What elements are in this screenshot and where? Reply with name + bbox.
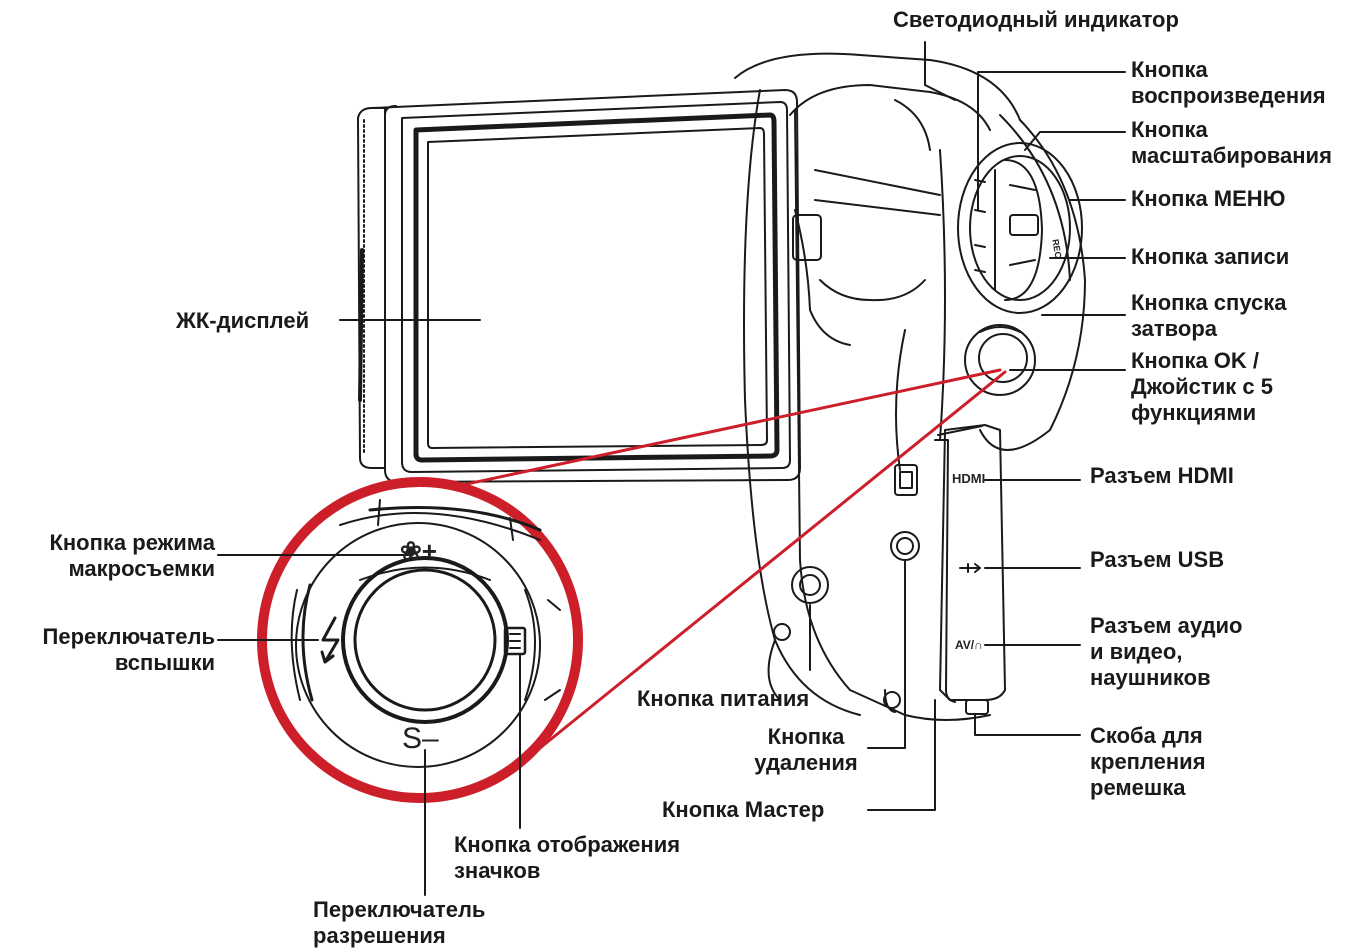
label-line: наушников — [1090, 665, 1211, 690]
label-led-indicator: Светодиодный индикатор — [893, 7, 1179, 33]
label-line: Светодиодный индикатор — [893, 7, 1179, 32]
leader-lines — [217, 41, 1126, 896]
label-lcd-display: ЖК-дисплей — [176, 308, 309, 334]
label-line: удаления — [754, 750, 858, 775]
label-line: Кнопка отображения — [454, 832, 681, 857]
resolution-mark: S– — [402, 722, 439, 755]
label-usb-port: Разъем USB — [1090, 547, 1224, 573]
ok-joystick — [964, 324, 1036, 396]
label-line: Кнопка питания — [637, 686, 810, 711]
label-line: Переключатель — [42, 624, 215, 649]
rec-mark: REC — [1050, 238, 1063, 259]
label-line: Разъем HDMI — [1090, 463, 1234, 488]
label-line: затвора — [1131, 316, 1218, 341]
label-hdmi-port: Разъем HDMI — [1090, 463, 1234, 489]
label-line: ЖК-дисплей — [176, 308, 310, 333]
label-line: вспышки — [114, 650, 215, 675]
label-line: Кнопка режима — [49, 530, 215, 555]
label-line: макросъемки — [68, 556, 215, 581]
flash-icon — [320, 616, 340, 664]
label-line: ремешка — [1090, 775, 1186, 800]
label-line: Переключатель — [313, 897, 486, 922]
label-line: значков — [454, 858, 541, 883]
label-line: воспроизведения — [1131, 83, 1326, 108]
label-line: и видео, — [1090, 639, 1183, 664]
label-line: Кнопка OK / — [1131, 348, 1260, 373]
lcd-screen-drawing — [357, 89, 801, 483]
av-mark: AV/∩ — [955, 638, 983, 652]
label-record-button: Кнопка записи — [1131, 244, 1289, 270]
label-line: Разъем USB — [1090, 547, 1225, 572]
label-line: Кнопка Мастер — [662, 797, 825, 822]
label-line: Джойстик с 5 — [1131, 374, 1273, 399]
label-line: крепления — [1090, 749, 1206, 774]
label-line: Скоба для — [1090, 723, 1203, 748]
label-line: Кнопка — [1131, 117, 1208, 142]
usb-icon — [959, 563, 981, 573]
label-line: Кнопка МЕНЮ — [1131, 186, 1286, 211]
hdmi-mark: HDMI — [952, 471, 985, 486]
top-button-cluster — [957, 142, 1083, 314]
display-icon — [503, 626, 527, 656]
label-line: разрешения — [313, 923, 446, 948]
label-master-button: Кнопка Мастер — [662, 797, 824, 823]
label-line: масштабирования — [1131, 143, 1332, 168]
connector-panel — [791, 424, 1006, 715]
label-menu-button: Кнопка МЕНЮ — [1131, 186, 1285, 212]
label-line: Кнопка — [1131, 57, 1208, 82]
callout-lines — [376, 368, 1007, 750]
macro-icon: ❀+ — [400, 536, 437, 566]
label-line: Кнопка записи — [1131, 244, 1290, 269]
label-power-button: Кнопка питания — [637, 686, 809, 712]
label-line: функциями — [1131, 400, 1257, 425]
label-line: Кнопка спуска — [1131, 290, 1287, 315]
label-line: Кнопка — [767, 724, 845, 749]
label-line: Разъем аудио — [1090, 613, 1243, 638]
